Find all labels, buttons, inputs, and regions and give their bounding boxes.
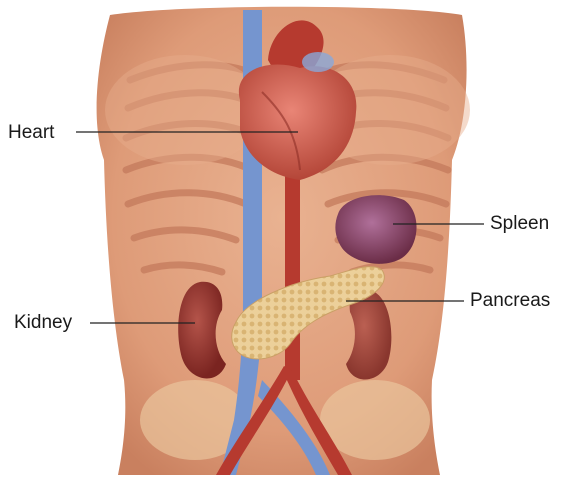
pulmonary-vessel xyxy=(302,52,334,72)
pancreas-label: Pancreas xyxy=(470,291,550,310)
heart-label: Heart xyxy=(8,123,54,142)
spleen-organ xyxy=(335,195,416,264)
spleen-label: Spleen xyxy=(490,214,549,233)
kidney-label: Kidney xyxy=(14,313,72,332)
